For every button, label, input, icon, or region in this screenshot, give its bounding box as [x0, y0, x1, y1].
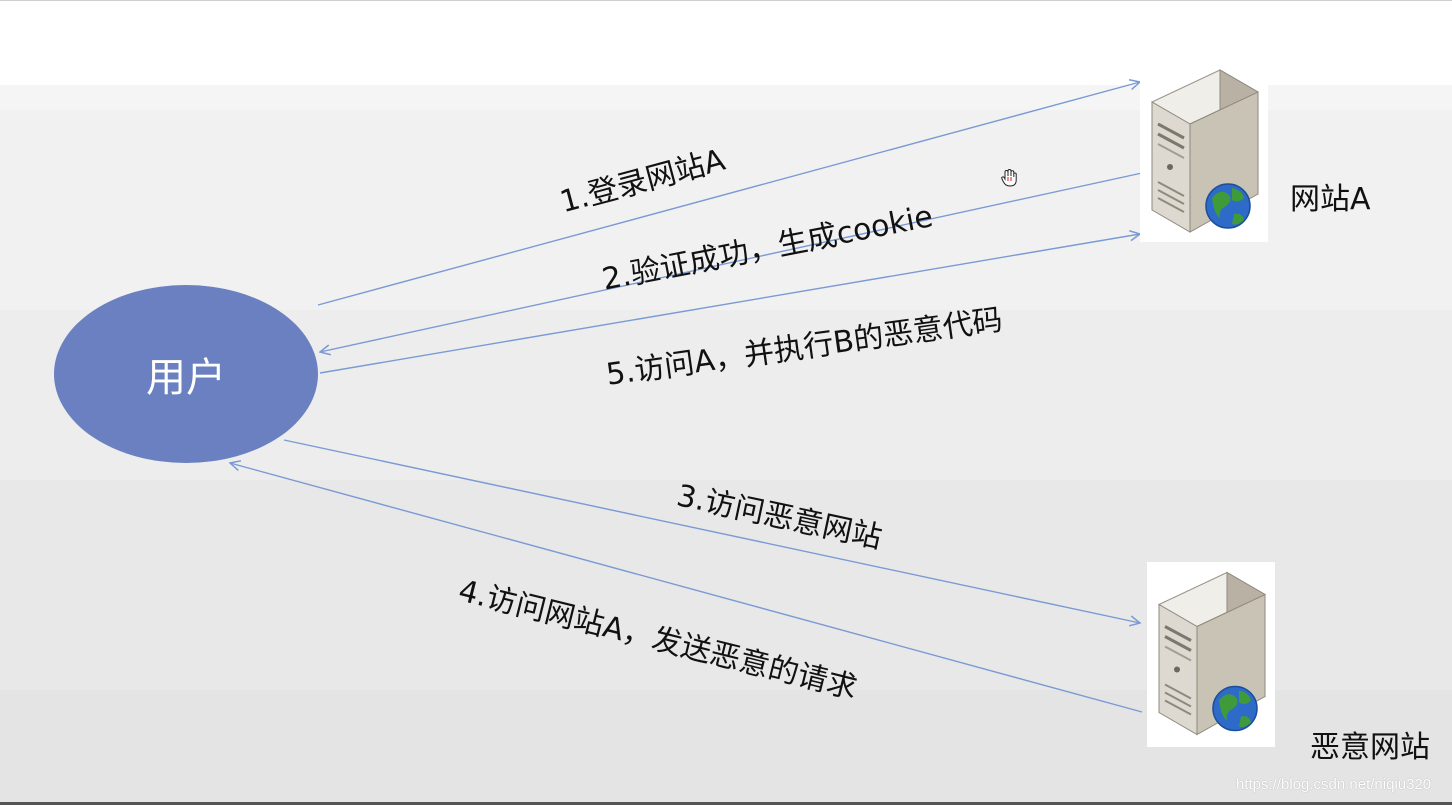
arrow-step-5 [319, 234, 1140, 374]
server-with-globe-icon [1157, 571, 1267, 736]
watermark: https://blog.csdn.net/niqiu320 [1236, 776, 1432, 793]
arrow-step-2 [320, 172, 1143, 352]
malicious-site-label: 恶意网站 [1310, 730, 1430, 765]
bottom-border [0, 802, 1452, 805]
arrow-step-3 [283, 439, 1140, 623]
arrow-step-4 [230, 463, 1143, 713]
user-node: 用户 [54, 285, 318, 463]
site-a-label: 网站A [1290, 182, 1371, 217]
hand-cursor-icon [1001, 168, 1017, 187]
user-label: 用户 [146, 355, 226, 401]
top-divider [0, 0, 1452, 1]
site-a-server [1140, 62, 1268, 242]
server-with-globe-icon [1150, 69, 1260, 233]
arrow-step-1 [317, 82, 1140, 306]
malicious-site-server [1147, 562, 1275, 747]
